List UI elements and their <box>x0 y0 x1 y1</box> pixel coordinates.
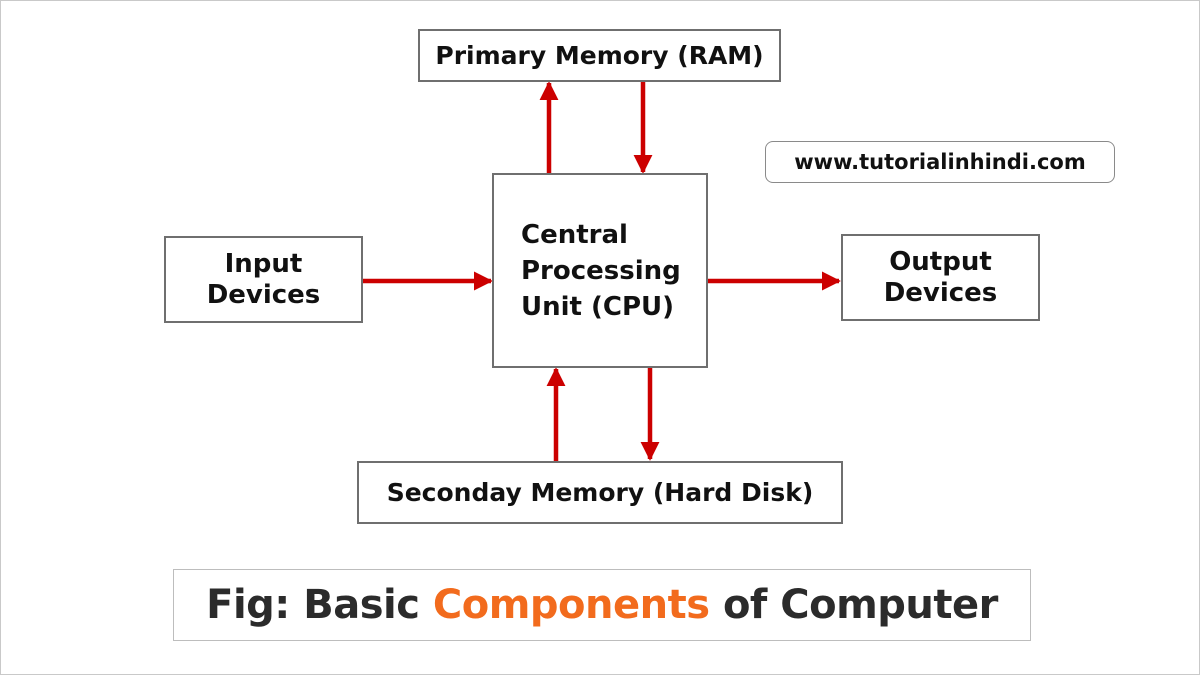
caption-prefix: Fig: Basic <box>206 582 433 628</box>
input-label-line-2: Devices <box>206 279 321 310</box>
caption-highlight: Components <box>432 582 710 628</box>
cpu-label-line-3: Unit (CPU) <box>521 291 675 322</box>
input-devices-node: Input Devices <box>164 236 363 323</box>
cpu-label-line-2: Processing <box>521 255 681 286</box>
secondary-memory-label: Seconday Memory (Hard Disk) <box>386 478 814 507</box>
primary-memory-node: Primary Memory (RAM) <box>418 29 781 82</box>
primary-memory-label: Primary Memory (RAM) <box>435 41 764 70</box>
cpu-label-line-1: Central <box>521 219 628 250</box>
cpu-node: Central Processing Unit (CPU) <box>492 173 708 368</box>
input-label-line-1: Input <box>224 248 303 279</box>
figure-caption: Fig: Basic Components of Computer <box>173 569 1031 641</box>
website-watermark: www.tutorialinhindi.com <box>765 141 1115 183</box>
output-devices-node: Output Devices <box>841 234 1040 321</box>
output-label-line-1: Output <box>889 246 992 277</box>
website-url-text: www.tutorialinhindi.com <box>794 150 1086 174</box>
caption-suffix: of Computer <box>709 582 998 628</box>
output-label-line-2: Devices <box>883 277 998 308</box>
secondary-memory-node: Seconday Memory (Hard Disk) <box>357 461 843 524</box>
